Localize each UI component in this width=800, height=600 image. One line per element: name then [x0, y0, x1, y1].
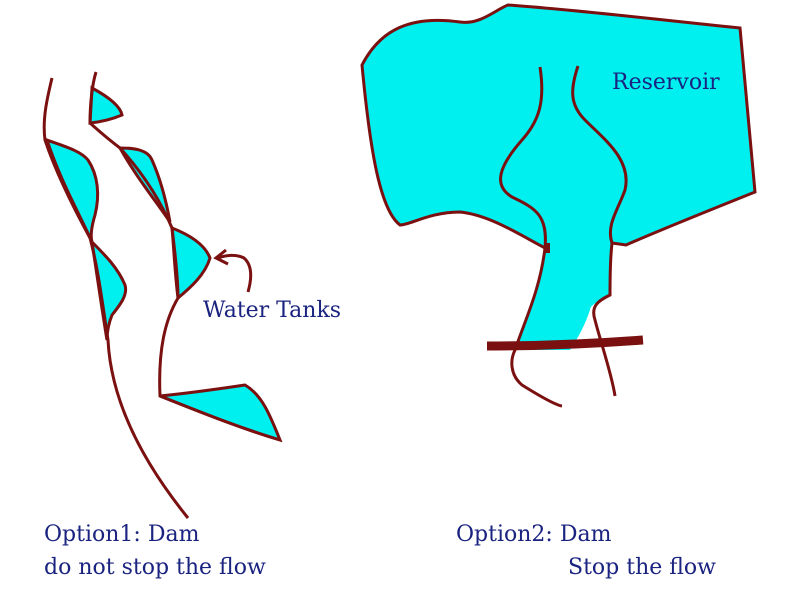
option2-caption: Stop the flow [568, 555, 717, 580]
reservoir-label: Reservoir [612, 70, 720, 95]
option2-reservoir-dam [360, 3, 757, 408]
water-tank-3 [117, 146, 172, 223]
water-tanks-label: Water Tanks [203, 298, 342, 323]
channel-bank-right [571, 65, 628, 397]
pointer-arrow [217, 253, 253, 293]
river-bank-right [88, 71, 281, 442]
option1-river-tanks [42, 71, 283, 519]
pointer-arrowhead [213, 248, 229, 266]
option1-caption: do not stop the flow [44, 555, 266, 580]
river-bank-left [42, 77, 190, 519]
water-tank-4 [89, 237, 128, 341]
option2-title: Option2: Dam [456, 522, 612, 547]
water-tank-6 [159, 383, 283, 443]
bank-marker [545, 243, 550, 253]
dam-barrier [486, 335, 644, 351]
reservoir-outline [360, 3, 757, 250]
water-tank-1 [88, 85, 124, 125]
reservoir-water [362, 5, 755, 350]
option1-title: Option1: Dam [44, 522, 200, 547]
water-tank-2 [44, 137, 100, 243]
